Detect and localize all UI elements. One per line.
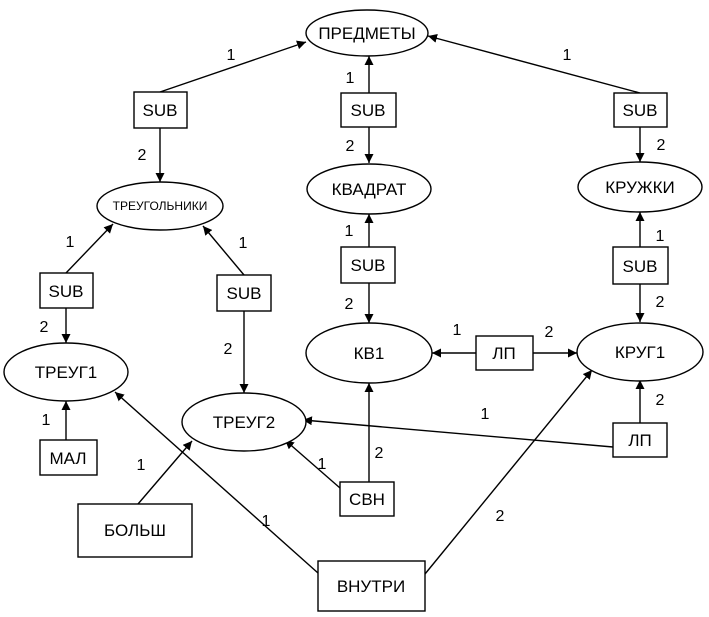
edge-label: 1 bbox=[656, 228, 665, 245]
node-treugolniki-label: ТРЕУГОЛЬНИКИ bbox=[113, 199, 208, 213]
box-sub-kr: SUB bbox=[613, 92, 668, 128]
box-vnutri: ВНУТРИ bbox=[317, 560, 426, 612]
edge-label: 1 bbox=[227, 47, 236, 64]
edge-label: 2 bbox=[545, 324, 554, 341]
box-sub-kr1-label: SUB bbox=[623, 257, 658, 276]
edge-sub-tri-to-predmety bbox=[159, 40, 307, 93]
edge-vnutri-to-krug1 bbox=[424, 369, 593, 575]
box-sub-kv-label: SUB bbox=[351, 101, 386, 120]
edge-sub-t2-to-treugolniki bbox=[202, 225, 245, 276]
edge-labels: 1 2 1 2 1 2 1 2 1 2 1 2 1 2 1 2 1 2 1 1 … bbox=[40, 47, 666, 530]
node-treug1-label: ТРЕУГ1 bbox=[35, 363, 98, 382]
edge-svn-to-treug2 bbox=[284, 439, 341, 489]
edge-label: 1 bbox=[42, 412, 51, 429]
edges bbox=[61, 33, 645, 575]
edge-label: 1 bbox=[453, 322, 462, 339]
edge-label: 1 bbox=[345, 223, 354, 240]
edge-label: 2 bbox=[224, 341, 233, 358]
edge-label: 1 bbox=[239, 235, 248, 252]
node-kv1-label: КВ1 bbox=[354, 344, 385, 363]
concept-nodes: ПРЕДМЕТЫ ТРЕУГОЛЬНИКИ КВАДРАТ КРУЖКИ ТРЕ… bbox=[3, 9, 704, 452]
edge-bolsh-to-treug2 bbox=[137, 440, 193, 505]
node-kv1: КВ1 bbox=[305, 322, 433, 384]
node-krug1-label: КРУГ1 bbox=[615, 343, 665, 362]
edge-label: 2 bbox=[657, 137, 666, 154]
edge-label: 2 bbox=[345, 296, 354, 313]
box-lp-right: ЛП bbox=[612, 422, 668, 458]
edge-label: 2 bbox=[656, 294, 665, 311]
box-sub-kr1: SUB bbox=[612, 246, 669, 285]
box-vnutri-label: ВНУТРИ bbox=[337, 577, 405, 596]
edge-label: 2 bbox=[346, 138, 355, 155]
node-treug2: ТРЕУГ2 bbox=[181, 392, 307, 452]
relation-boxes: SUB SUB SUB SUB SUB SUB SUB ЛП bbox=[39, 91, 669, 612]
node-predmety: ПРЕДМЕТЫ bbox=[305, 9, 429, 57]
box-sub-tri-label: SUB bbox=[143, 101, 178, 120]
node-krug1: КРУГ1 bbox=[576, 322, 704, 382]
box-sub-tri: SUB bbox=[133, 91, 188, 129]
box-sub-kv1-label: SUB bbox=[351, 256, 386, 275]
edge-label: 1 bbox=[481, 406, 490, 423]
edge-label: 1 bbox=[137, 457, 146, 474]
node-treug2-label: ТРЕУГ2 bbox=[213, 413, 276, 432]
edge-label: 2 bbox=[375, 445, 384, 462]
edge-label: 2 bbox=[138, 147, 147, 164]
box-sub-kv1: SUB bbox=[340, 246, 396, 284]
node-kruzhki-label: КРУЖКИ bbox=[605, 178, 675, 197]
edge-lp-right-to-treug2 bbox=[302, 416, 614, 448]
edge-label: 2 bbox=[496, 508, 505, 525]
box-bolsh: БОЛЬШ bbox=[77, 503, 193, 558]
edge-label: 1 bbox=[66, 234, 75, 251]
edge-vnutri-to-treug1 bbox=[114, 391, 319, 574]
edge-label: 1 bbox=[346, 70, 355, 87]
box-mal: МАЛ bbox=[39, 439, 98, 476]
edge-sub-kr-to-predmety bbox=[427, 33, 641, 94]
box-mal-label: МАЛ bbox=[49, 449, 86, 468]
edge-label: 1 bbox=[563, 47, 572, 64]
edge-label: 1 bbox=[318, 456, 327, 473]
box-sub-kv: SUB bbox=[340, 92, 397, 128]
box-bolsh-label: БОЛЬШ bbox=[104, 521, 166, 540]
box-sub-t2-label: SUB bbox=[227, 284, 262, 303]
node-predmety-label: ПРЕДМЕТЫ bbox=[318, 24, 415, 43]
node-treug1: ТРЕУГ1 bbox=[3, 342, 129, 402]
box-svn-label: СВН bbox=[349, 490, 385, 509]
edge-label: 2 bbox=[656, 392, 665, 409]
box-lp-mid-label: ЛП bbox=[492, 344, 515, 363]
box-sub-kr-label: SUB bbox=[623, 101, 658, 120]
edge-label: 2 bbox=[40, 319, 49, 336]
box-sub-t2: SUB bbox=[216, 274, 272, 312]
node-kvadrat: КВАДРАТ bbox=[306, 163, 432, 215]
box-lp-mid: ЛП bbox=[475, 335, 534, 371]
node-kruzhki: КРУЖКИ bbox=[577, 161, 703, 213]
edge-label: 1 bbox=[262, 513, 271, 530]
box-sub-t1-label: SUB bbox=[49, 282, 84, 301]
node-treugolniki: ТРЕУГОЛЬНИКИ bbox=[96, 181, 224, 231]
box-lp-right-label: ЛП bbox=[628, 431, 651, 450]
node-kvadrat-label: КВАДРАТ bbox=[332, 180, 407, 199]
box-sub-t1: SUB bbox=[39, 272, 94, 309]
edge-sub-t1-to-treugolniki bbox=[65, 223, 114, 274]
box-svn: СВН bbox=[339, 481, 395, 517]
